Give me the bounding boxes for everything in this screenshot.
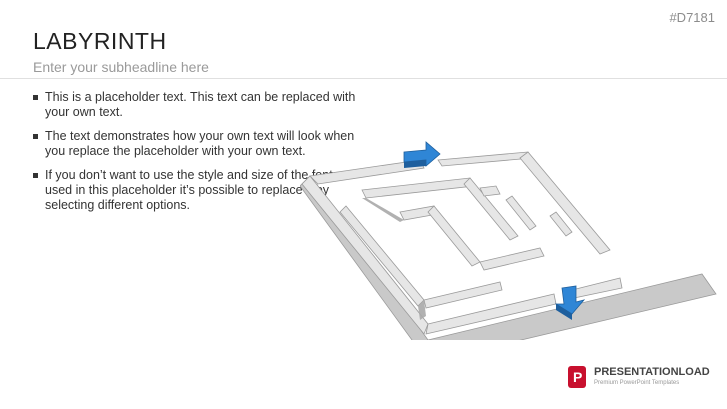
bullet-list[interactable]: This is a placeholder text. This text ca… [33,90,363,222]
maze-illustration [300,141,717,340]
header-divider [0,78,727,79]
slide-title[interactable]: LABYRINTH [33,28,167,54]
bullet-item: The text demonstrates how your own text … [33,129,363,159]
logo-tagline: Premium PowerPoint Templates [594,380,680,386]
slide-subtitle[interactable]: Enter your subheadline here [33,59,209,75]
bullet-item: If you don’t want to use the style and s… [33,168,363,213]
bullet-item: This is a placeholder text. This text ca… [33,90,363,120]
entry-arrow-icon [403,141,441,168]
exit-arrow-icon [554,285,586,320]
svg-text:P: P [573,369,582,385]
logo-mark-icon: P [568,366,586,388]
logo-name: PRESENTATIONLOAD [594,366,710,378]
slide-id: #D7181 [669,10,715,25]
